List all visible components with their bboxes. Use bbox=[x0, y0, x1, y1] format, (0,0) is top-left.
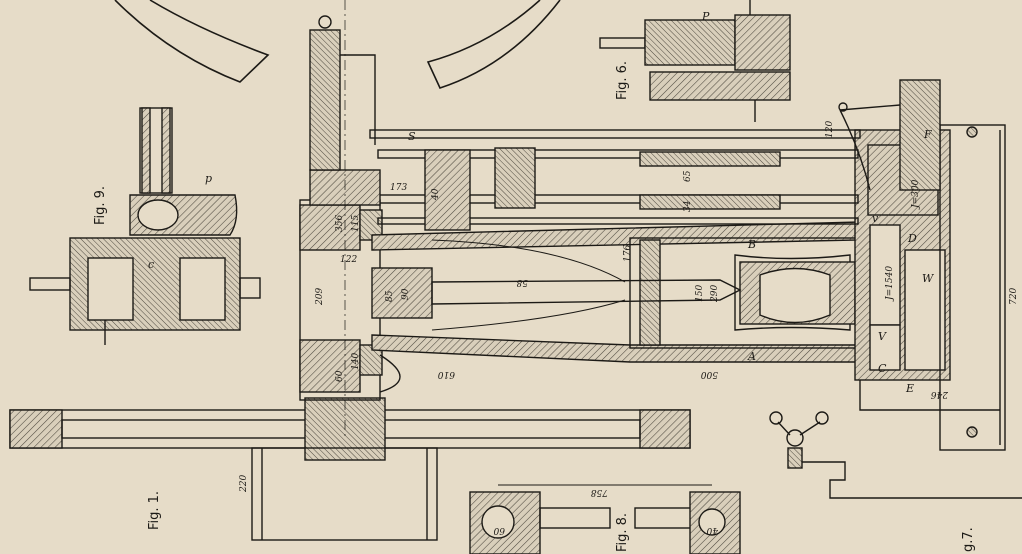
flywheel-rim-arcs bbox=[114, 0, 561, 89]
figure-labels: Fig. 1. Fig. 6. g.7. Fig. 8. Fig. 9. bbox=[93, 61, 976, 552]
letter-P: P bbox=[701, 10, 710, 23]
letter-v: v bbox=[872, 212, 879, 225]
dim-34: 34 bbox=[683, 200, 693, 212]
letter-F: F bbox=[923, 128, 932, 141]
dim-220: 220 bbox=[239, 475, 249, 493]
dim-720: 720 bbox=[1009, 288, 1019, 305]
dim-40: 40 bbox=[431, 188, 441, 201]
fig8-label: Fig. 8. bbox=[615, 513, 630, 552]
fig6-valve-detail bbox=[599, 0, 791, 122]
fig7-governor-detail bbox=[769, 411, 1022, 499]
dim-500: 500 bbox=[701, 369, 718, 379]
letter-E: E bbox=[905, 382, 914, 395]
dim-122: 122 bbox=[340, 255, 357, 265]
dim-fig8-60: 60 bbox=[493, 525, 505, 535]
fig6-label: Fig. 6. bbox=[615, 61, 630, 100]
dim-356: 356 bbox=[335, 215, 345, 232]
dim-J1540: J=1540 bbox=[885, 266, 895, 302]
dim-58: 58 bbox=[516, 277, 528, 287]
fig9-label: Fig. 9. bbox=[93, 186, 108, 225]
fig8-rod-detail bbox=[469, 484, 741, 554]
letter-p: p bbox=[205, 172, 212, 185]
dim-60: 60 bbox=[335, 370, 345, 382]
dim-176: 176 bbox=[623, 245, 633, 262]
letter-C: C bbox=[878, 362, 887, 375]
dim-65: 65 bbox=[683, 170, 693, 182]
letter-B: B bbox=[747, 238, 756, 251]
fig1-label: Fig. 1. bbox=[147, 491, 162, 530]
dim-610: 610 bbox=[438, 369, 455, 379]
dim-90: 90 bbox=[401, 288, 411, 300]
dim-209: 209 bbox=[315, 288, 325, 306]
dim-758: 758 bbox=[591, 487, 608, 497]
dimension-labels: 720 500 610 220 758 356 115 122 209 140 … bbox=[239, 121, 1019, 535]
dim-85: 85 bbox=[385, 290, 395, 302]
letter-S: S bbox=[408, 130, 416, 143]
dim-173: 173 bbox=[390, 183, 407, 193]
dim-140: 140 bbox=[351, 353, 361, 370]
dim-246: 246 bbox=[931, 389, 949, 399]
fig7-label: g.7. bbox=[961, 527, 976, 552]
dim-150: 150 bbox=[695, 285, 705, 302]
dim-115: 115 bbox=[351, 215, 361, 232]
dim-fig8-40: 40 bbox=[706, 525, 719, 535]
dim-120: 120 bbox=[825, 121, 835, 138]
fig9-valve-detail bbox=[29, 107, 261, 345]
letter-V: V bbox=[878, 330, 887, 343]
dim-J300: J=300 bbox=[911, 179, 921, 210]
letter-W: W bbox=[922, 272, 935, 285]
dim-290: 290 bbox=[710, 285, 720, 303]
letter-A: A bbox=[747, 350, 756, 363]
letter-D: D bbox=[907, 232, 917, 245]
letter-c: c bbox=[148, 258, 154, 271]
fig1-engine-section bbox=[9, 0, 1006, 541]
part-letters: A B C D E F S V W P p c v bbox=[148, 10, 935, 395]
